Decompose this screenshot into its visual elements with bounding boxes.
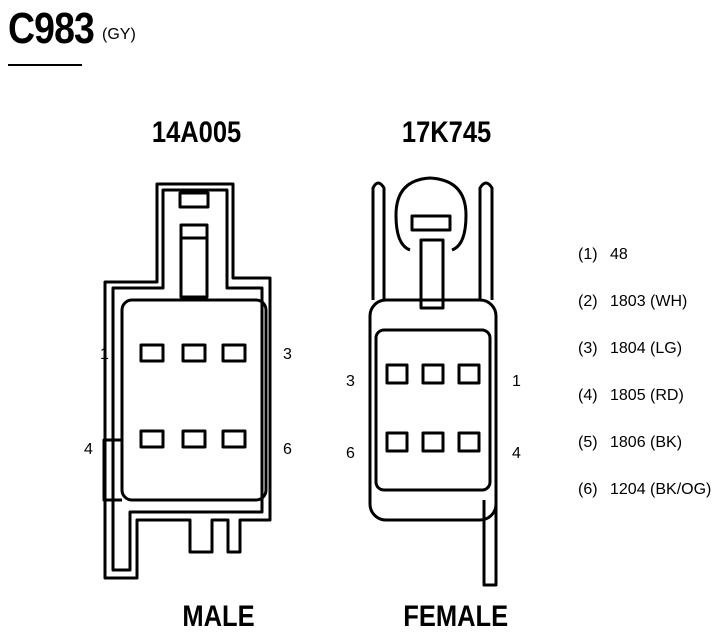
title-underline [8,64,82,66]
male-pin-4-label: 4 [84,441,93,458]
pinout-pin: (3) [578,340,598,357]
pinout-pin: (6) [578,481,598,498]
connector-id: C983 [8,4,95,53]
pinout-circuit: 48 [610,246,628,263]
female-label: FEMALE [403,600,509,633]
male-cavity-5 [181,429,207,449]
female-body-outer [368,298,498,522]
female-latch-arm [419,238,445,310]
female-bottom-rail [482,500,498,587]
male-pin-1-label: 1 [100,346,109,363]
male-side-rail [102,438,122,502]
male-latch-tab [178,191,210,209]
female-latch-loop [394,176,468,252]
female-right-rail [478,181,494,300]
pinout-pin: (5) [578,434,598,451]
pinout-circuit: 1804 (LG) [610,340,683,357]
male-inner-shell [111,188,264,572]
male-cavity-1 [139,343,165,363]
male-label: MALE [182,600,255,633]
pinout-row: (6) 1204 (BK/OG) [578,481,711,499]
pinout-row: (2) 1803 (WH) [578,293,687,311]
male-outer-shell [103,182,272,580]
pinout-row: (3) 1804 (LG) [578,340,682,358]
pinout-pin: (4) [578,387,598,404]
female-latch-tab [410,214,452,232]
female-pin-3-label: 3 [346,373,355,390]
female-pin-4-label: 4 [512,445,521,462]
male-pin-6-label: 6 [283,441,292,458]
female-cavity-1 [457,363,481,385]
pinout-row: (5) 1806 (BK) [578,434,682,452]
female-cavity-2 [421,363,445,385]
female-cavity-5 [421,431,445,453]
pinout-circuit: 1805 (RD) [610,387,684,404]
pinout-circuit: 1806 (BK) [610,434,683,451]
pinout-pin: (1) [578,246,598,263]
pinout-row: (4) 1805 (RD) [578,387,684,405]
female-part-number: 17K745 [401,116,492,149]
male-part-number: 14A005 [151,116,242,149]
male-cavity-4 [139,429,165,449]
female-body-inner [374,328,492,492]
male-pin-3-label: 3 [283,346,292,363]
male-cavity-3 [221,343,247,363]
male-connector-drawing [102,182,272,580]
male-latch-arm [179,223,209,299]
male-cavity-6 [221,429,247,449]
female-pin-1-label: 1 [512,373,521,390]
connector-color: (GY) [102,26,136,43]
male-cavity-2 [181,343,207,363]
pinout-pin: (2) [578,293,598,310]
female-pin-6-label: 6 [346,445,355,462]
pinout-circuit: 1204 (BK/OG) [610,481,712,498]
male-cavity-block [120,298,268,502]
female-cavity-3 [385,363,409,385]
pinout-circuit: 1803 (WH) [610,293,688,310]
pinout-row: (1) 48 [578,246,628,264]
female-cavity-6 [385,431,409,453]
female-cavity-4 [457,431,481,453]
female-connector-drawing [368,176,498,587]
female-left-rail [371,181,386,300]
